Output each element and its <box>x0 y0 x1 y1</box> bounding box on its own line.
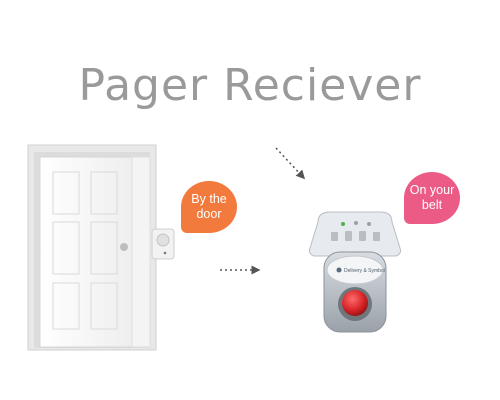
device-brand-label: Delivery & Symbol <box>344 268 385 274</box>
callout-on-your-belt: On your belt <box>404 172 460 224</box>
dotted-arrow-icon <box>275 147 306 180</box>
callout-by-the-door: By the door <box>181 181 237 233</box>
page-title: Pager Reciever <box>78 60 422 111</box>
doorbell-push-illustration <box>151 228 175 260</box>
pager-receiver-illustration: Delivery & Symbol <box>309 211 401 333</box>
door-illustration <box>27 144 157 351</box>
